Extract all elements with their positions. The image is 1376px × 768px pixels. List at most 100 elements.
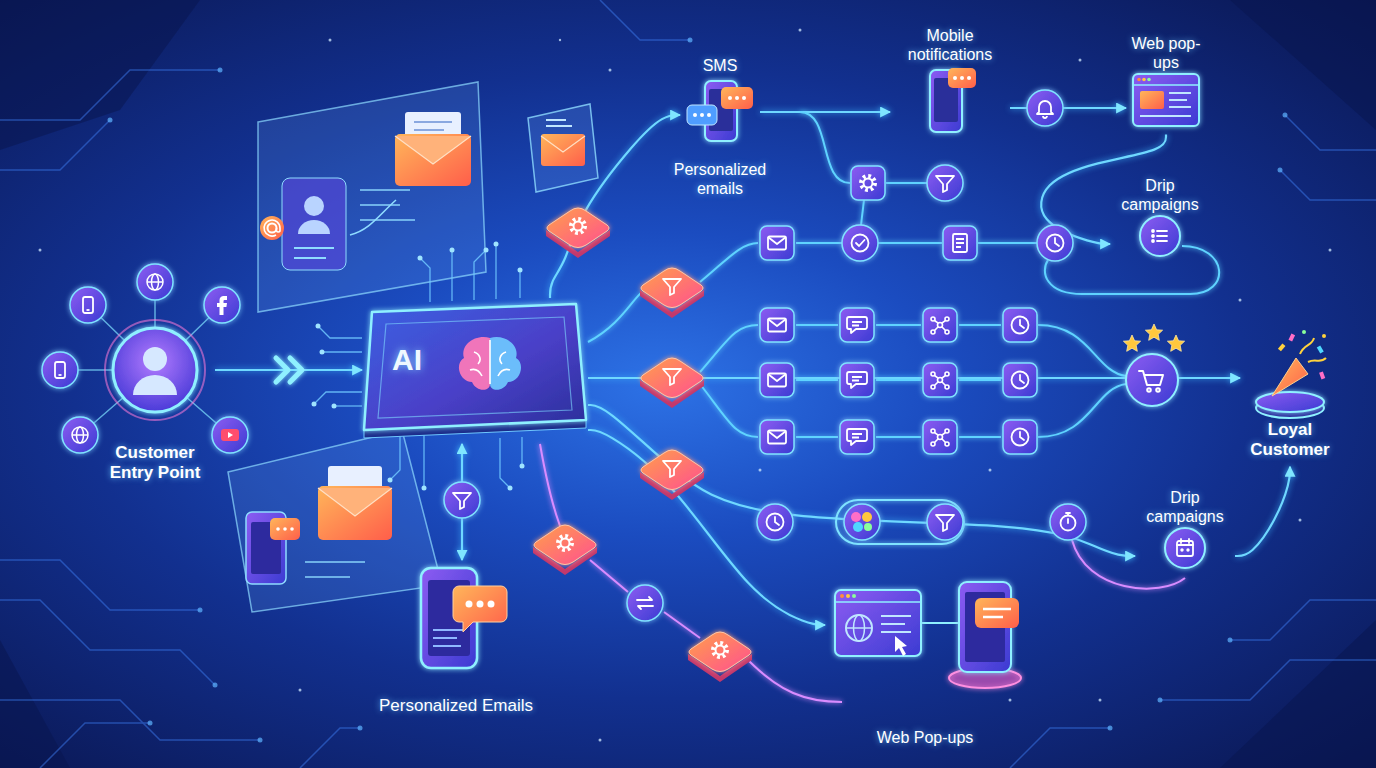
cal-icon: [1165, 528, 1205, 568]
browserphone-icon: [835, 601, 921, 603]
corner-shape: [1220, 620, 1376, 768]
glass-panel: [264, 220, 280, 236]
step-icon: [1003, 363, 1037, 397]
circuit-trace: [300, 728, 360, 768]
step-icon: [1167, 335, 1184, 351]
step-icon: [847, 429, 867, 445]
phone-icon: [967, 76, 971, 80]
step-icon: [931, 429, 949, 446]
party-icon: [1288, 333, 1295, 341]
person-icon: [105, 320, 205, 420]
corner-shape: [0, 0, 200, 150]
browser-icon: [1140, 91, 1164, 109]
circuit-trace: [0, 700, 260, 740]
sparkle: [759, 469, 762, 472]
channel-satellite: [62, 417, 98, 453]
step-icon: [853, 522, 863, 532]
step-icon: [757, 504, 793, 540]
browserphone-icon: [846, 627, 872, 629]
chip-circuit: [322, 351, 362, 352]
phone-icon: [953, 76, 957, 80]
glass-panel: [304, 196, 324, 216]
step-icon: [931, 317, 949, 334]
sparkle: [299, 689, 302, 692]
sparkle: [599, 739, 602, 742]
flow-line: [861, 200, 864, 225]
glass-panel: [290, 527, 294, 531]
ai-chip-node: AI: [362, 298, 588, 444]
node-label: Web Pop-ups: [825, 728, 1025, 747]
step-icon: [840, 420, 874, 454]
chevron-arrow: [276, 358, 302, 382]
circuit-trace: [0, 600, 215, 685]
channel-satellite: [70, 287, 106, 323]
channel-label: Personalized emails: [660, 160, 780, 198]
sparkle: [1009, 699, 1012, 702]
sparkle: [1239, 299, 1242, 302]
sparkle: [1079, 59, 1082, 62]
step-icon: [851, 512, 861, 522]
glass-panel: [294, 248, 334, 258]
step-icon: [923, 420, 957, 454]
chip-circuit: [451, 250, 452, 301]
circuit-trace: [1280, 170, 1376, 200]
browser-icon: [1147, 78, 1151, 82]
circuit-dot: [1278, 168, 1283, 173]
decision-diamond: [663, 279, 681, 295]
channel-satellite: [42, 352, 78, 388]
sms-icon: [687, 105, 717, 125]
glass-panel: [258, 82, 486, 312]
chip-icon: [364, 304, 586, 430]
circuit-dot: [688, 38, 693, 43]
node-label: AI: [392, 342, 422, 378]
channel-node: Web Pop-ups: [825, 578, 1025, 753]
person-icon: [107, 325, 203, 443]
campaign-node: Drip campaigns: [1135, 488, 1235, 576]
glass-panel: [318, 486, 392, 540]
sms-icon: [735, 96, 739, 100]
customer-entry-node: Customer Entry Point: [95, 325, 215, 490]
flow-line: [700, 384, 758, 437]
flow-line: [796, 324, 1001, 326]
step-icon: [768, 431, 786, 444]
party-icon: [1252, 328, 1328, 420]
sparkle: [989, 469, 992, 472]
flow-line-lower: [664, 612, 700, 638]
channel-node: Personalized Emails: [366, 560, 546, 722]
decision-diamond: [533, 525, 597, 575]
glass-panel: [276, 527, 280, 531]
step-icon: [840, 363, 874, 397]
step-icon: [1003, 420, 1037, 454]
circuit-dot: [213, 683, 218, 688]
step-icon: [927, 165, 963, 201]
person-icon: [133, 375, 177, 395]
circuit-dot: [108, 118, 113, 123]
list-icon: [1140, 216, 1180, 256]
chip-circuit-dot: [332, 404, 337, 409]
chip-circuit: [521, 437, 522, 466]
channel-satellite: [83, 297, 93, 313]
sms-icon: [685, 75, 755, 145]
channel-satellite: [204, 287, 240, 323]
glass-panel: [282, 178, 346, 270]
browserphone-icon: [825, 578, 1025, 728]
step-icon: [1037, 101, 1053, 118]
party-icon: [1278, 343, 1286, 351]
chip-circuit: [500, 438, 510, 488]
glass-panel: [350, 200, 396, 235]
flow-line-lower: [590, 560, 628, 592]
cal-icon: [1163, 526, 1207, 570]
glass-panel: [305, 562, 365, 577]
step-icon: [760, 226, 794, 260]
step-icon: [1061, 513, 1076, 531]
circuit-dot: [148, 721, 153, 726]
chip-circuit: [495, 244, 496, 299]
step-icon: [1123, 335, 1140, 351]
chip-circuit-dot: [422, 486, 427, 491]
browser-icon: [1133, 74, 1199, 126]
party-icon: [1317, 345, 1324, 353]
glass-panel: [414, 122, 452, 130]
phonechat-icon: [453, 586, 507, 632]
